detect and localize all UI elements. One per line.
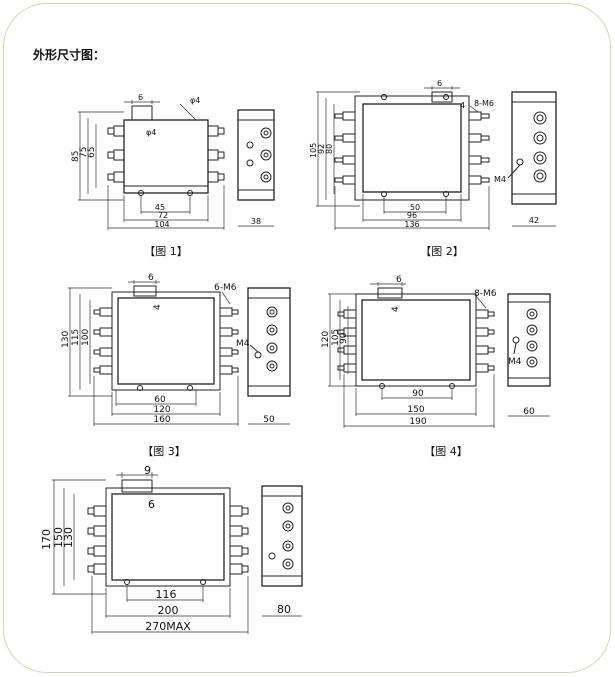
- fig4-width-3: 190: [409, 417, 426, 427]
- fig4-side-view: [507, 293, 551, 387]
- fig4-body: [361, 299, 471, 381]
- fig2-caption: 【图 2】: [420, 245, 464, 258]
- fig1-height-3: 65: [87, 147, 97, 158]
- fig3-side-view: [247, 287, 291, 397]
- figure-3: 130 115 100 60 120 160 6 4 6-M6 M4 50: [61, 273, 291, 426]
- fig2-ground: M4: [494, 175, 506, 184]
- fig1-caption: 【图 1】: [144, 245, 188, 258]
- fig2-side-view: [511, 91, 557, 205]
- fig4-hole-top: 6: [396, 275, 402, 285]
- fig1-width-1: 45: [155, 203, 165, 212]
- fig1-side-view: [237, 109, 275, 201]
- fig5-side-view: [261, 485, 303, 587]
- fig3-caption: 【图 3】: [142, 445, 186, 458]
- fig3-height-1: 130: [61, 331, 71, 348]
- fig2-hole-side: 4: [460, 101, 465, 110]
- fig2-hole-top: 6: [437, 79, 442, 88]
- fig2-height-2: 92: [317, 144, 326, 154]
- fig1-height-1: 85: [71, 151, 81, 162]
- fig1-hole-top2: φ4: [190, 96, 200, 105]
- fig4-height-2: 105: [331, 329, 341, 346]
- figure-2: 105 92 80 50 96 136 6 4 8-M6 M4 42: [309, 79, 557, 230]
- fig1-hole-top: 6: [138, 93, 143, 102]
- fig5-width-3: 270MAX: [145, 620, 191, 633]
- fig4-width-1: 90: [412, 389, 424, 399]
- drawing-frame: [3, 3, 611, 673]
- fig3-hole-top: 6: [148, 273, 154, 283]
- fig5-depth: 80: [277, 603, 291, 616]
- fig2-height-1: 105: [309, 143, 318, 158]
- fig3-height-2: 115: [71, 329, 81, 346]
- fig3-depth: 50: [263, 415, 275, 425]
- page-title: 外形尺寸图：: [33, 48, 106, 62]
- fig3-width-2: 120: [153, 405, 170, 415]
- fig4-depth: 60: [523, 407, 535, 417]
- fig5-body: [111, 493, 225, 581]
- fig4-height-3: 90: [339, 332, 349, 344]
- fig1-height-2: 75: [79, 147, 89, 158]
- fig4-hole-side: 4: [391, 306, 401, 312]
- fig2-width-1: 50: [410, 203, 420, 212]
- figure-5: 170 150 130 116 200 270MAX 9 6 80: [40, 464, 303, 634]
- fig3-hole-side: 4: [153, 304, 163, 310]
- fig3-thread: 6-M6: [214, 283, 237, 293]
- fig4-ground: M4: [508, 357, 522, 367]
- fig4-caption: 【图 4】: [424, 445, 468, 458]
- fig2-width-2: 96: [407, 211, 417, 220]
- fig2-depth: 42: [529, 216, 539, 225]
- fig2-height-3: 80: [325, 144, 334, 154]
- figure-4: 120 105 90 90 150 190 6 4 8-M6 M4 60: [321, 275, 551, 428]
- figure-1: 85 75 65 45 72 104 6 φ4 φ4 38: [71, 93, 275, 230]
- fig5-hole-side: 6: [148, 498, 155, 511]
- fig5-width-2: 200: [158, 604, 179, 617]
- fig5-height-2: 150: [52, 527, 65, 548]
- fig4-thread: 8-M6: [474, 289, 497, 299]
- fig1-depth: 38: [251, 217, 261, 226]
- fig2-body: [362, 103, 462, 193]
- fig4-width-2: 150: [407, 405, 424, 415]
- fig1-width-3: 104: [154, 220, 169, 229]
- fig1-width-2: 72: [158, 211, 168, 220]
- fig5-width-1: 116: [156, 588, 177, 601]
- fig3-body: [117, 297, 215, 385]
- fig5-height-3: 130: [62, 527, 75, 548]
- fig3-ground: M4: [236, 339, 250, 349]
- fig3-width-3: 160: [153, 415, 170, 425]
- fig3-height-3: 100: [81, 329, 91, 346]
- fig2-width-3: 136: [404, 220, 419, 229]
- fig4-height-1: 120: [321, 331, 331, 348]
- fig3-width-1: 60: [154, 395, 166, 405]
- fig5-height-1: 170: [40, 529, 53, 550]
- fig2-thread: 8-M6: [474, 99, 494, 108]
- fig5-hole-top: 9: [144, 464, 151, 477]
- fig1-hole-body: φ4: [146, 128, 156, 137]
- fig1-body: [123, 119, 209, 194]
